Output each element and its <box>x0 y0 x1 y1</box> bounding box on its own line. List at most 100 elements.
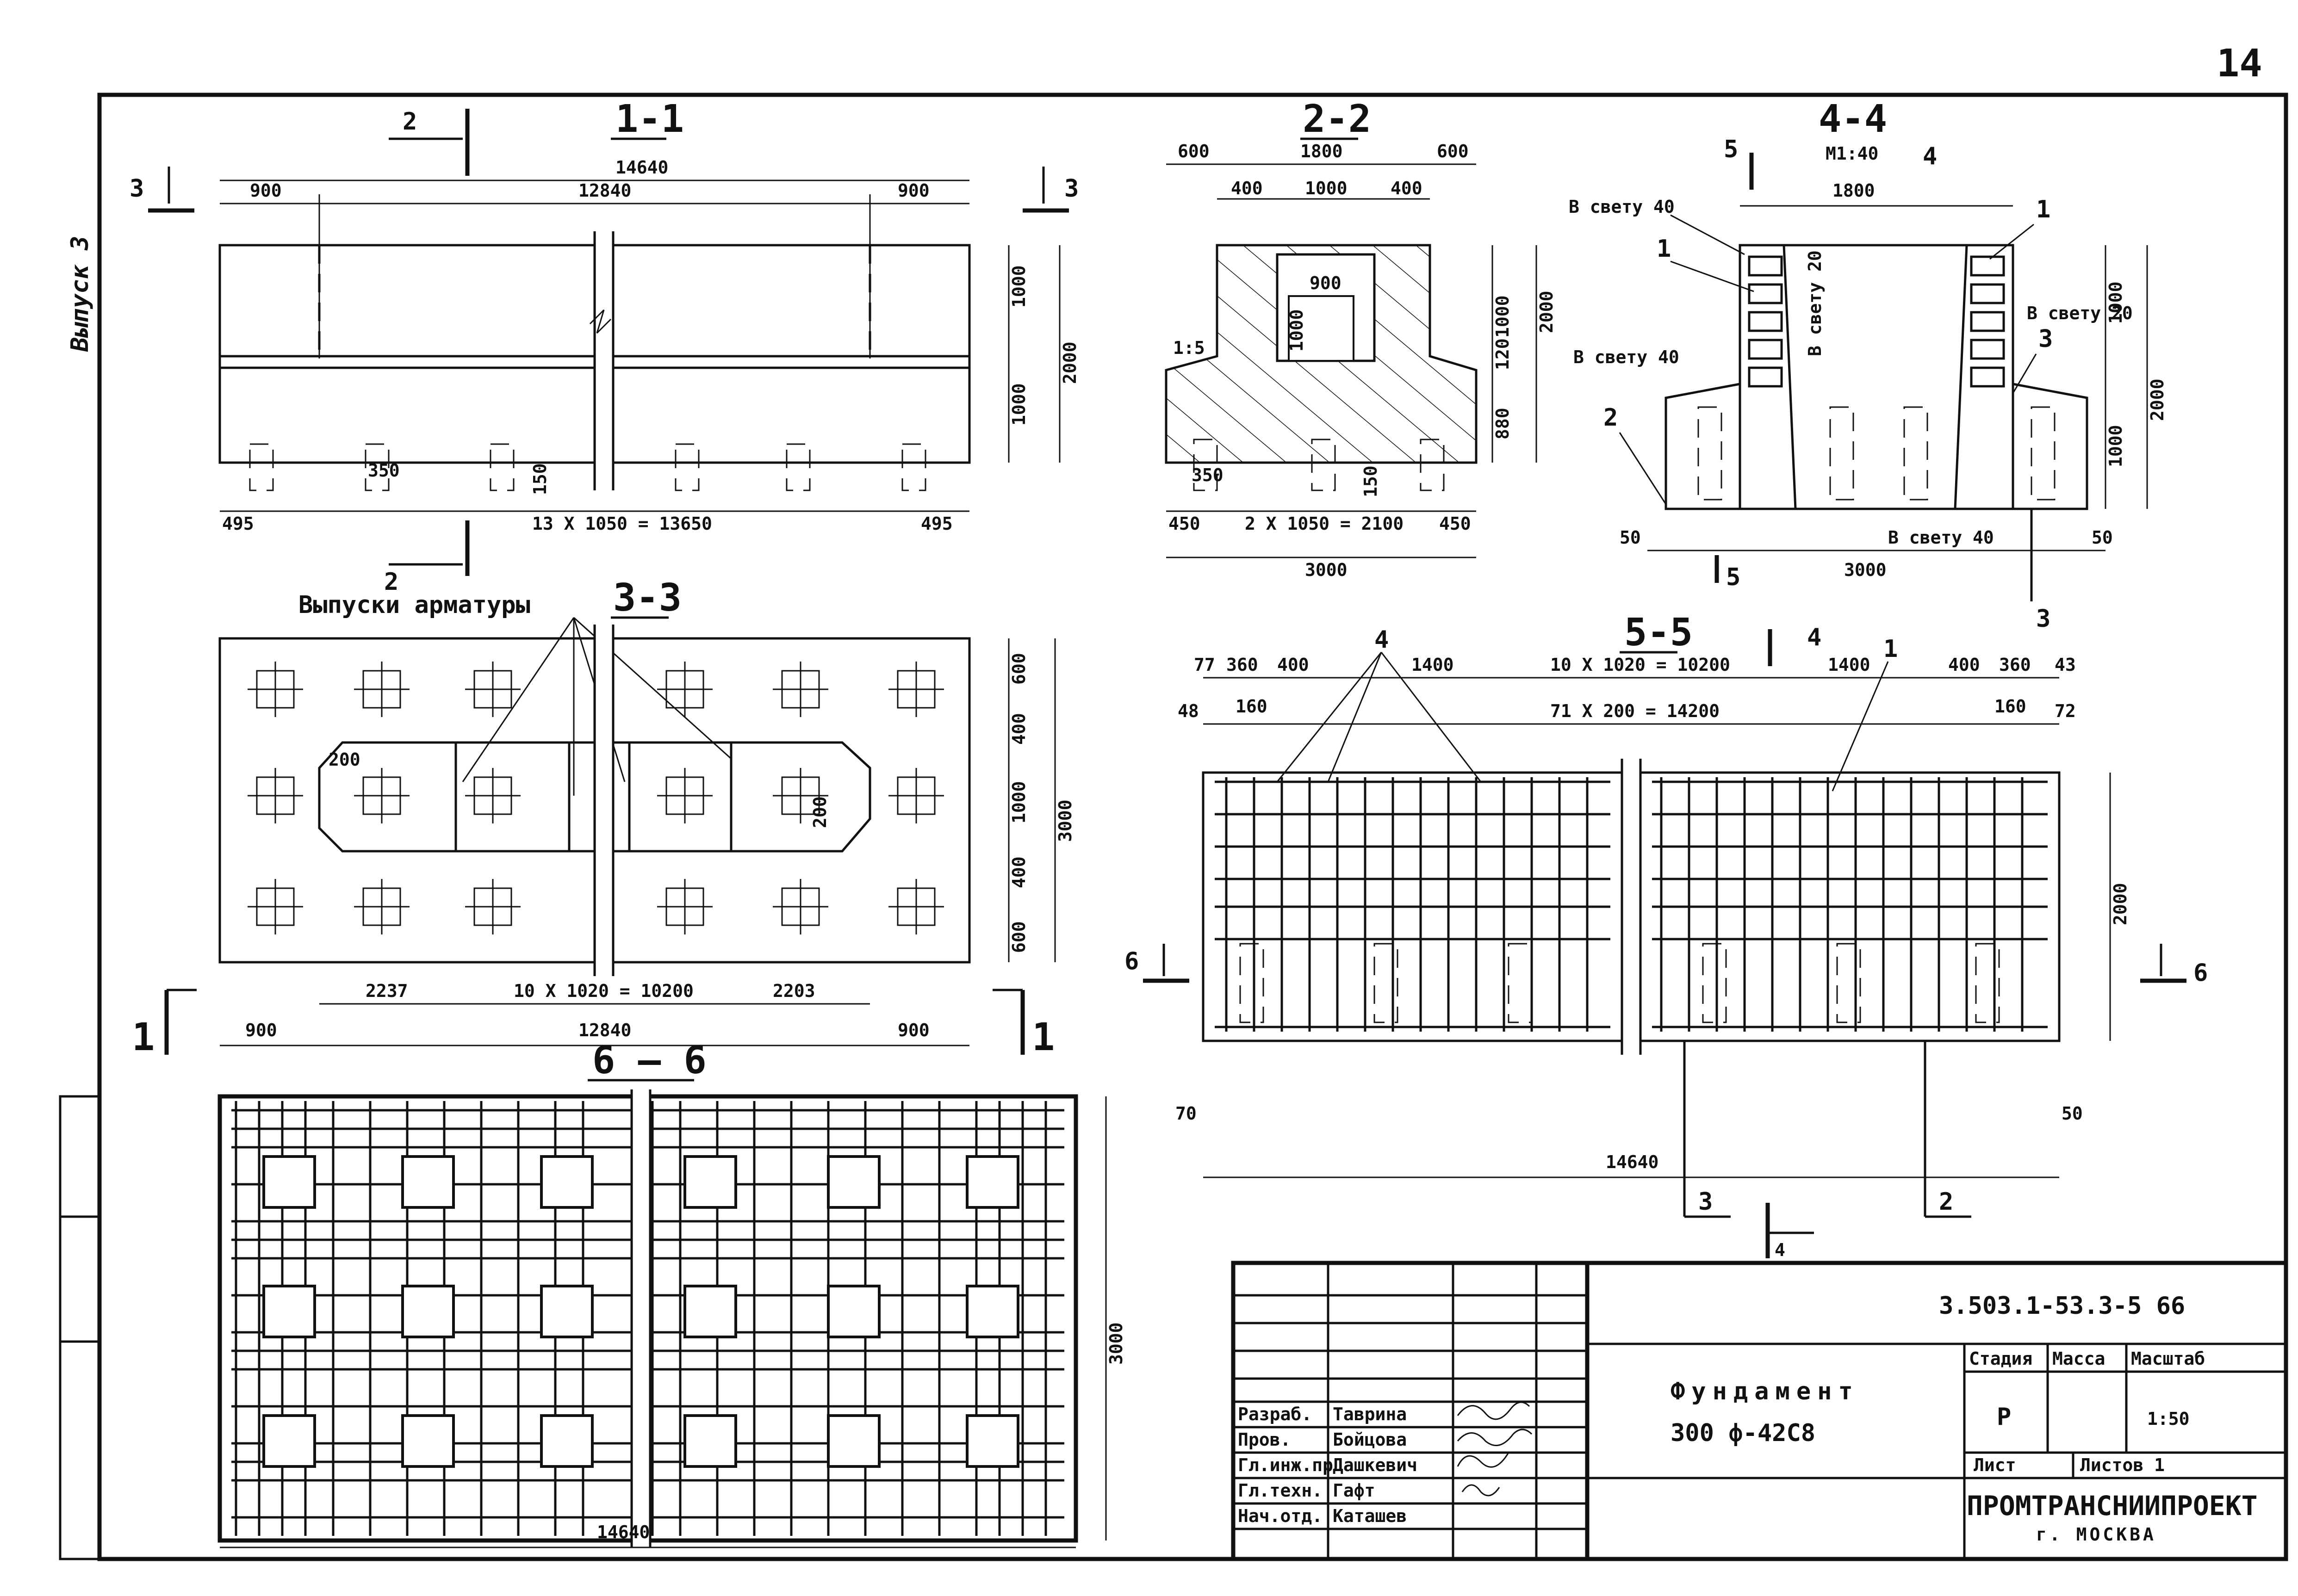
s66-total: 14640 <box>597 1522 650 1542</box>
s11-total: 14640 <box>615 157 668 178</box>
s33-span-2: 900 <box>898 1020 930 1040</box>
section-3-3: Выпуски арматуры 3-3 <box>132 576 1075 1059</box>
s22-top-0: 600 <box>1178 141 1210 161</box>
s55-cut6-right: 6 <box>2193 959 2208 987</box>
s44-callout-0: 1 <box>1657 235 1671 263</box>
s33-d200a: 200 <box>329 749 360 770</box>
s33-cut1-left: 1 <box>132 1015 155 1059</box>
s55-cut3: 3 <box>1698 1188 1713 1216</box>
title-block: 3.503.1-53.3-5 66 Фундамент 300 ф-42С8 С… <box>1231 1261 2288 1561</box>
hdr-stage: Стадия <box>1969 1349 2032 1369</box>
section-2-2-title: 2-2 <box>1303 97 1371 141</box>
title-line1: Фундамент <box>1671 1378 1859 1405</box>
s33-span-1: 12840 <box>578 1020 631 1040</box>
s55-r2-mid: 71 X 200 = 14200 <box>1550 701 1720 721</box>
s55-height: 2000 <box>2110 883 2130 925</box>
s33-cut1-right: 1 <box>1032 1015 1055 1059</box>
s44-bottom: 3000 <box>1844 560 1887 580</box>
s44-scale: М1:40 <box>1826 143 1878 164</box>
s11-span-mid: 12840 <box>578 180 631 201</box>
s22-right-2: 880 <box>1492 408 1513 439</box>
s22-hole: 900 <box>1310 273 1342 293</box>
s55-tr-3: 43 <box>2055 655 2076 675</box>
title-line2: 300 ф-42С8 <box>1671 1419 1815 1447</box>
doc-code: 3.503.1-53.3-5 66 <box>1939 1292 2185 1320</box>
s11-cut3-right: 3 <box>1064 175 1079 203</box>
name-4: Каташев <box>1333 1506 1407 1526</box>
s55-cut6-left: 6 <box>1124 947 1139 975</box>
s55-tl-0: 77 <box>1194 655 1215 675</box>
s55-tr-2: 360 <box>1999 655 2031 675</box>
s22-top-1: 1800 <box>1300 141 1343 161</box>
role-3: Гл.техн. <box>1238 1480 1323 1501</box>
s44-right-0: 1000 <box>2105 281 2126 324</box>
s55-r2-r0: 160 <box>1994 696 2026 717</box>
s44-left-small: 50 <box>1620 527 1641 548</box>
s22-small-a: 350 <box>1192 465 1224 485</box>
hdr-scale: Масштаб <box>2131 1349 2205 1369</box>
s22-bottom-2: 450 <box>1439 513 1471 534</box>
s11-h2: 2000 <box>1060 341 1080 384</box>
s55-tr-1: 400 <box>1948 655 1980 675</box>
name-2: Дашкевич <box>1333 1455 1417 1475</box>
s44-callout-1: 1 <box>2036 196 2050 223</box>
section-4-4-title: 4-4 <box>1819 97 1887 141</box>
s11-bottom-mid: 13 X 1050 = 13650 <box>532 513 712 534</box>
s11-small-a: 350 <box>368 460 400 481</box>
s33-right-3: 400 <box>1009 856 1029 888</box>
s22-right-0: 1000 <box>1492 295 1513 338</box>
sheet-label: Лист <box>1974 1455 2016 1475</box>
page-number: 14 <box>2217 42 2262 86</box>
s66-sockets <box>262 1155 1019 1468</box>
s55-r2-r1: 72 <box>2055 701 2076 721</box>
role-0: Разраб. <box>1238 1404 1312 1424</box>
section-6-6: 6 — 6 <box>217 1039 1126 1548</box>
s44-right-1: 1000 <box>2105 425 2126 467</box>
s44-callout-3: 3 <box>2038 325 2053 353</box>
s55-tr-0: 1400 <box>1828 655 1870 675</box>
s44-cut4: 4 <box>1923 142 1937 170</box>
s33-note: Выпуски арматуры <box>298 591 530 619</box>
s22-inner-0: 400 <box>1231 178 1263 198</box>
s55-cut4-top: 4 <box>1807 624 1821 651</box>
section-1-1-title: 1-1 <box>615 97 684 141</box>
section-5-5: 5-5 77 360 400 1400 10 X 1020 = 10200 14… <box>1124 611 2208 1260</box>
s44-cut3: 3 <box>2036 605 2050 633</box>
signatures <box>1457 1401 1533 1497</box>
section-6-6-title: 6 — 6 <box>592 1039 707 1083</box>
name-3: Гафт <box>1333 1480 1375 1501</box>
s44-note-2: В свету 20 <box>1805 250 1825 356</box>
s55-r2-0: 48 <box>1178 701 1199 721</box>
section-3-3-title: 3-3 <box>613 576 682 620</box>
s11-h3: 1000 <box>1009 383 1029 426</box>
s33-right-4: 600 <box>1009 921 1029 953</box>
company-name: ПРОМТРАНСНИИПРОЕКТ <box>1967 1490 2258 1522</box>
s11-h1: 1000 <box>1009 265 1029 308</box>
s55-tl-1: 360 <box>1226 655 1258 675</box>
s44-right-2: 2000 <box>2147 378 2168 421</box>
s22-bottom-0: 450 <box>1168 513 1200 534</box>
s55-r2-1: 160 <box>1236 696 1267 717</box>
scale-value: 1:50 <box>2147 1409 2190 1429</box>
s11-bottom-left: 495 <box>222 513 254 534</box>
role-2: Гл.инж.пр <box>1238 1455 1333 1475</box>
s33-bottom-0: 2237 <box>366 981 408 1001</box>
s22-top-2: 600 <box>1437 141 1469 161</box>
s22-small-b: 150 <box>1360 465 1381 497</box>
s33-right-1: 400 <box>1009 713 1029 745</box>
s44-cut5: 5 <box>1724 136 1738 163</box>
s55-left-small: 70 <box>1175 1103 1197 1124</box>
s44-callout-2: 2 <box>1603 404 1618 432</box>
s55-cut4-bottom: 4 <box>1775 1240 1785 1260</box>
s55-tl-3: 1400 <box>1411 655 1454 675</box>
hdr-mass: Масса <box>2052 1349 2105 1369</box>
s44-right-small: 50 <box>2092 527 2113 548</box>
s22-right-1: 120 <box>1492 338 1513 370</box>
s55-cut2: 2 <box>1939 1188 1953 1216</box>
section-5-5-title: 5-5 <box>1624 611 1693 655</box>
section-4-4: 4-4 М1:40 5 4 1800 В свету <box>1569 97 2168 633</box>
role-1: Пров. <box>1238 1429 1291 1450</box>
s44-top: 1800 <box>1832 180 1875 201</box>
side-label: Выпуск 3 <box>66 236 94 352</box>
